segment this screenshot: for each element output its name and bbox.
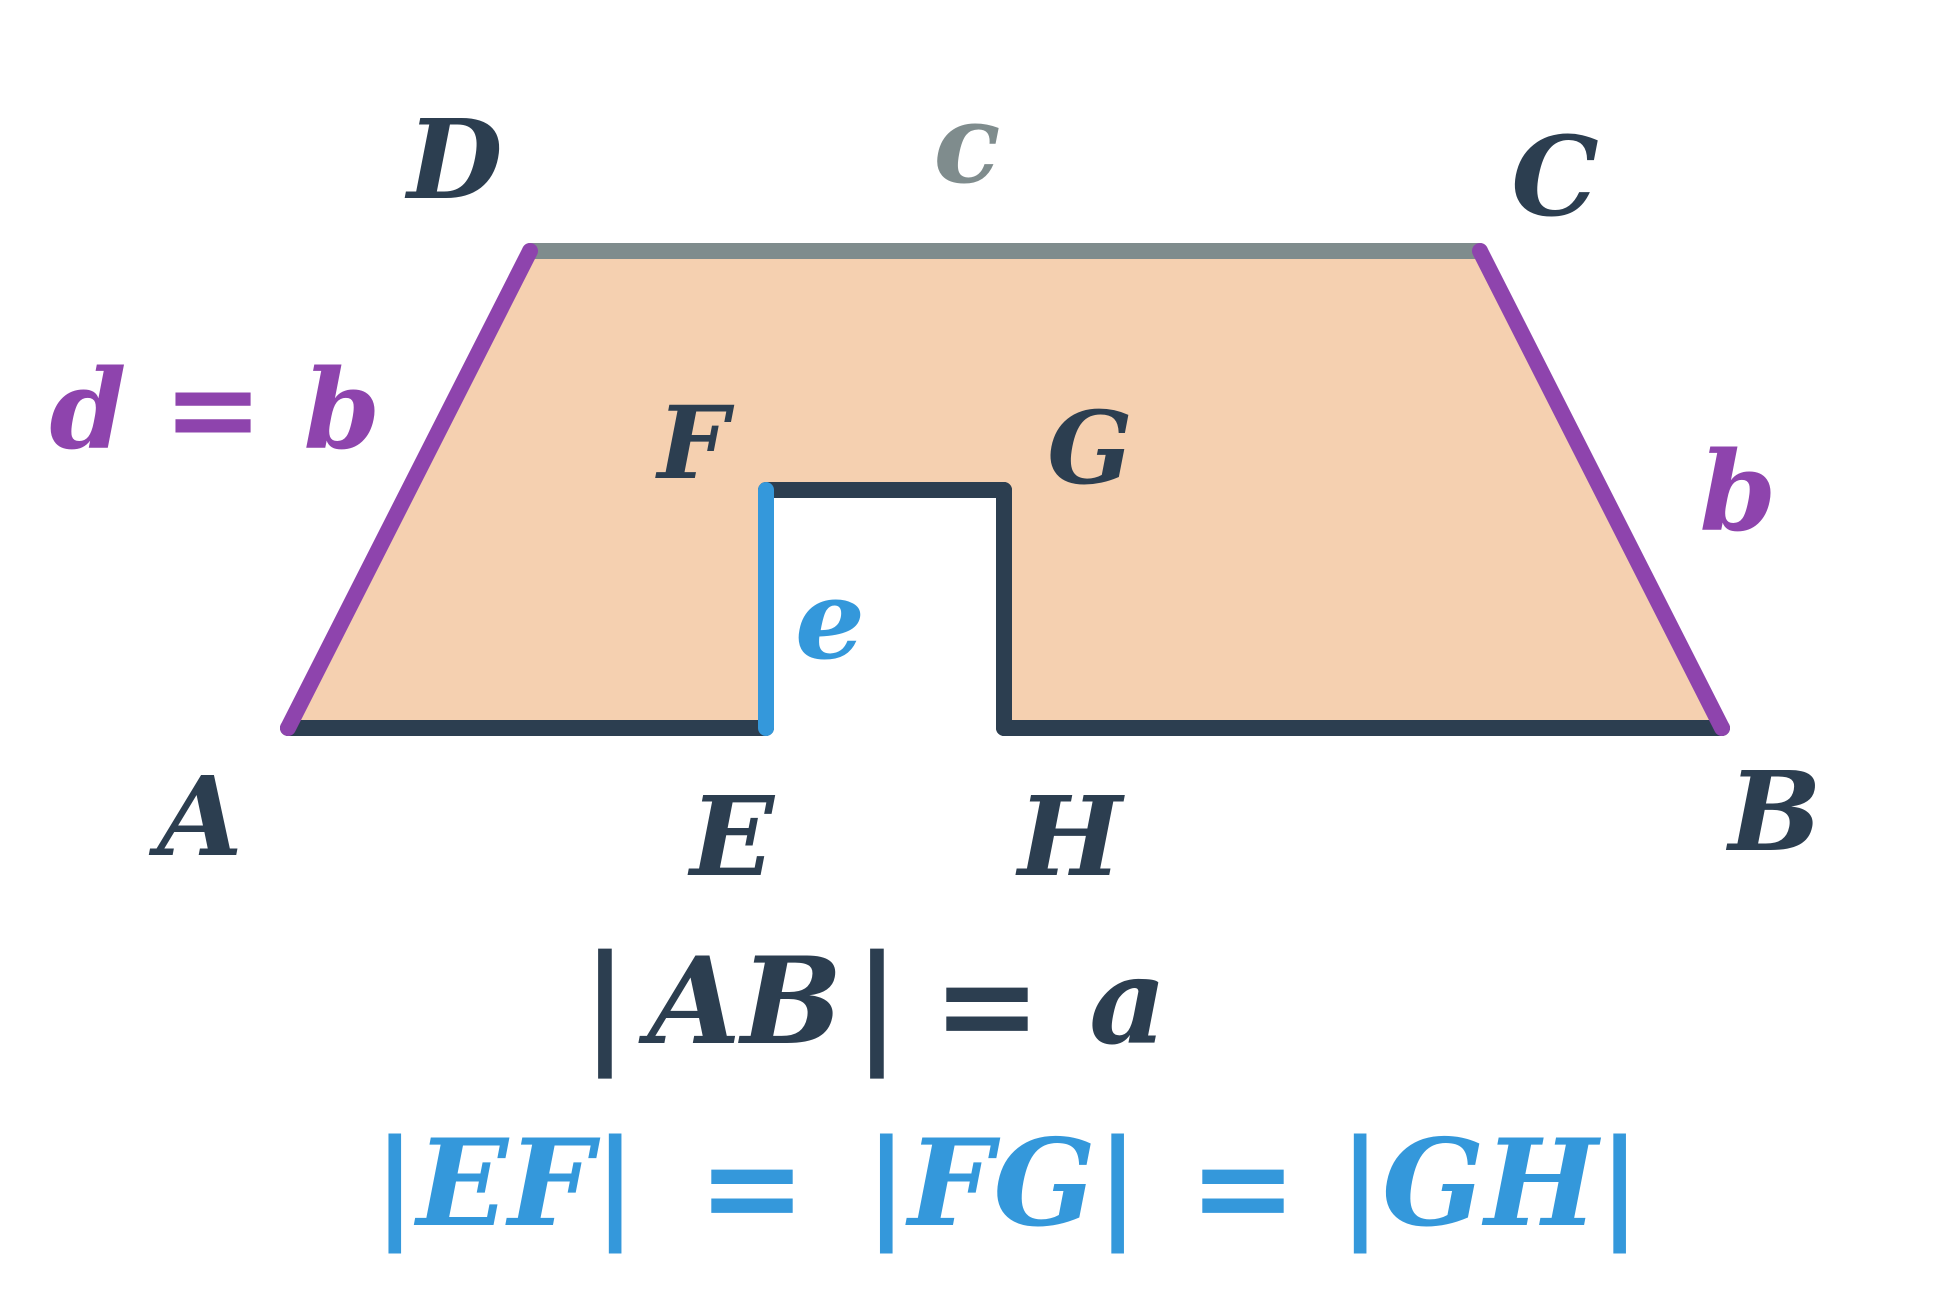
equation-ef-fg-gh: |EF| = |FG| = |GH| — [373, 1110, 1642, 1263]
equation-ab-equals-a: | AB | = a — [581, 926, 1167, 1081]
equation-equals-1: = — [698, 1110, 807, 1263]
equation-term-fg: |FG| — [865, 1113, 1140, 1254]
abs-bar-left: | — [581, 926, 628, 1079]
side-label-c: c — [934, 79, 1001, 208]
label-d-equals-b: d = b — [50, 338, 381, 479]
vertex-label-D: D — [404, 95, 502, 224]
equation-term-gh: |GH| — [1338, 1113, 1641, 1254]
vertex-label-G: G — [1047, 389, 1132, 507]
abs-bar-right: | — [853, 926, 900, 1079]
edge-AD — [280, 243, 538, 736]
side-label-b: b — [1700, 427, 1777, 556]
vertex-label-F: F — [655, 384, 735, 502]
vertex-label-E: E — [687, 772, 776, 901]
equals-sign: = — [163, 338, 264, 479]
side-label-b-left: b — [304, 345, 381, 474]
vertex-label-C: C — [1511, 112, 1599, 241]
equation-ab-rhs: a — [1089, 931, 1167, 1072]
equation-equals-2: = — [1189, 1110, 1298, 1263]
equation-ab-lhs: AB — [638, 931, 843, 1072]
side-label-e: e — [795, 555, 865, 684]
vertex-label-A: A — [148, 752, 242, 881]
equation-ab-equals: = — [933, 928, 1042, 1081]
vertex-label-B: B — [1726, 747, 1822, 876]
edge-BC — [1472, 243, 1730, 736]
side-label-d: d — [50, 345, 127, 474]
vertex-label-H: H — [1015, 772, 1125, 901]
equation-term-ef: |EF| — [373, 1113, 637, 1254]
